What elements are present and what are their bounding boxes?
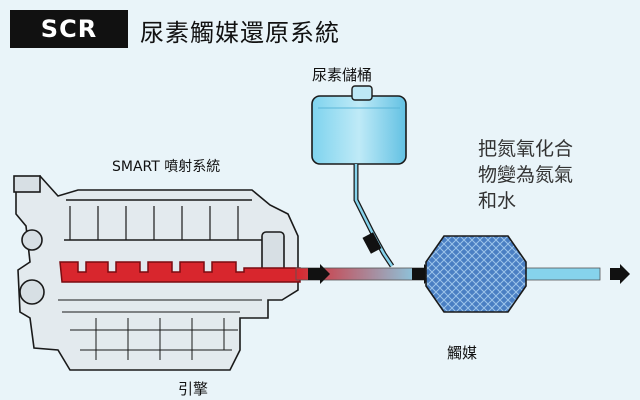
catalyst-converter (425, 235, 527, 313)
exhaust-manifold (59, 261, 301, 283)
result-line: 和水 (478, 190, 517, 212)
diagram-title: 尿素觸媒還原系統 (140, 19, 340, 47)
engine-label: 引擎 (178, 380, 209, 398)
title-badge: SCR (10, 10, 128, 48)
flow-arrow-icon (610, 264, 630, 284)
result-description: 把氮氧化合 物變為氮氣 和水 (478, 136, 618, 214)
result-line: 物變為氮氣 (478, 164, 574, 186)
urea-feed-line (353, 164, 395, 268)
smart-injection-label: SMART 噴射系統 (112, 159, 221, 175)
outlet-pipe (519, 267, 601, 281)
urea-tank-label: 尿素儲桶 (312, 66, 373, 84)
urea-tank (311, 85, 407, 165)
result-line: 把氮氧化合 (478, 138, 574, 160)
catalyst-label: 觸媒 (447, 344, 478, 362)
flow-arrow-icon (308, 264, 330, 284)
